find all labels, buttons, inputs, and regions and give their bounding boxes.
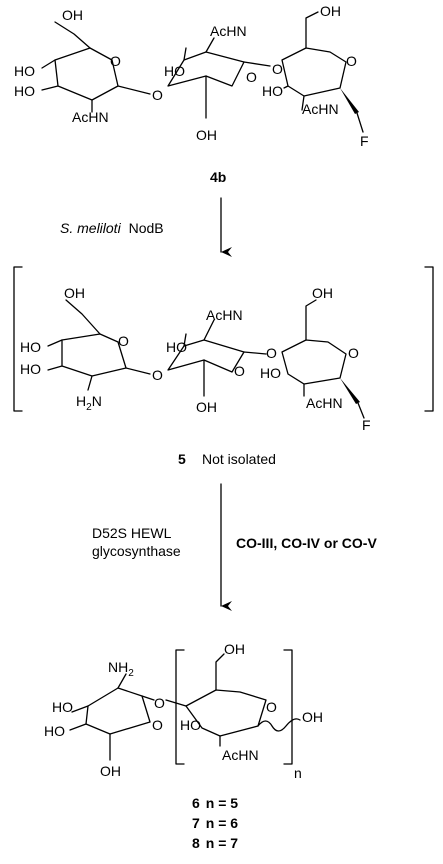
fluorine-label: F <box>360 133 369 149</box>
glycosidic-oxygen: O <box>272 61 283 77</box>
wedge-bond <box>340 378 360 404</box>
fluorine-label: F <box>362 417 371 433</box>
structure-4b: OH HO HO O AcHN O AcHN HO O OH O OH O HO… <box>14 3 369 149</box>
ring-oxygen: O <box>118 333 129 349</box>
ring-1-4b <box>41 21 151 113</box>
reaction-arrow-2: D52S HEWL glycosynthase CO-III, CO-IV or… <box>92 483 377 611</box>
structure-products: NH2 HO HO O OH O OH O HO AcHN OH n <box>44 641 323 781</box>
reaction-arrow-1: S. meliloti NodB <box>60 197 232 257</box>
oh-label: OH <box>312 285 333 301</box>
enzyme-name: NodB <box>129 220 164 236</box>
oh-label: OH <box>62 7 83 23</box>
ring-oxygen: O <box>246 69 257 85</box>
ho-label: HO <box>14 63 35 79</box>
ho-label: HO <box>14 83 35 99</box>
oh-label: OH <box>196 127 217 143</box>
oh-label: OH <box>320 3 341 19</box>
ring-2-4b <box>167 37 271 119</box>
ring-oxygen: O <box>110 53 121 69</box>
glycosidic-oxygen: O <box>154 695 165 711</box>
right-bracket <box>424 266 434 412</box>
repeat-bracket-left <box>175 649 185 765</box>
repeat-bracket-right <box>283 649 293 765</box>
ring-oxygen: O <box>348 345 359 361</box>
achn-label: AcHN <box>222 747 259 763</box>
achn-label: AcHN <box>306 395 343 411</box>
amine-label: H2N <box>76 393 102 413</box>
step2-reagents: CO-III, CO-IV or CO-V <box>236 535 377 551</box>
ho-label: HO <box>20 361 41 377</box>
ho-label: HO <box>44 723 65 739</box>
glycosidic-oxygen: O <box>266 345 277 361</box>
step2-conditions-line1: D52S HEWL <box>92 525 172 541</box>
ho-label: HO <box>180 717 201 733</box>
ring-oxygen: O <box>346 53 357 69</box>
glycosidic-oxygen: O <box>152 87 163 103</box>
ho-label: HO <box>262 83 283 99</box>
repeat-count-n: n <box>294 765 302 781</box>
achn-label: AcHN <box>72 109 109 125</box>
ho-label: HO <box>166 339 187 355</box>
step2-conditions-line2: glycosynthase <box>92 543 181 559</box>
achn-label: AcHN <box>302 101 339 117</box>
achn-label: AcHN <box>210 23 247 39</box>
compound-label-4b: 4b <box>210 169 226 185</box>
achn-label: AcHN <box>206 307 243 323</box>
ho-label: HO <box>260 365 281 381</box>
ring-oxygen: O <box>266 699 277 715</box>
oh-label: OH <box>100 763 121 779</box>
compound-note-5: Not isolated <box>202 451 276 467</box>
oh-label: OH <box>302 709 323 725</box>
step1-conditions: S. meliloti NodB <box>60 220 164 236</box>
wedge-bond <box>340 88 359 114</box>
ring-3-4b <box>281 11 364 133</box>
ho-label: HO <box>52 699 73 715</box>
ho-label: HO <box>164 63 185 79</box>
ring-oxygen: O <box>152 717 163 733</box>
left-bracket <box>13 266 23 412</box>
compound-label-5: 5 <box>178 451 186 467</box>
ring-oxygen: O <box>234 363 245 379</box>
amine-label: NH2 <box>108 659 134 679</box>
organism-name: S. meliloti <box>60 220 122 236</box>
glycosidic-oxygen: O <box>152 367 163 383</box>
ho-label: HO <box>20 339 41 355</box>
oh-label: OH <box>224 641 245 657</box>
structure-5: OH HO HO O H2N O AcHN HO O OH O OH O HO … <box>13 266 434 433</box>
oh-label: OH <box>64 285 85 301</box>
oh-label: OH <box>196 399 217 415</box>
